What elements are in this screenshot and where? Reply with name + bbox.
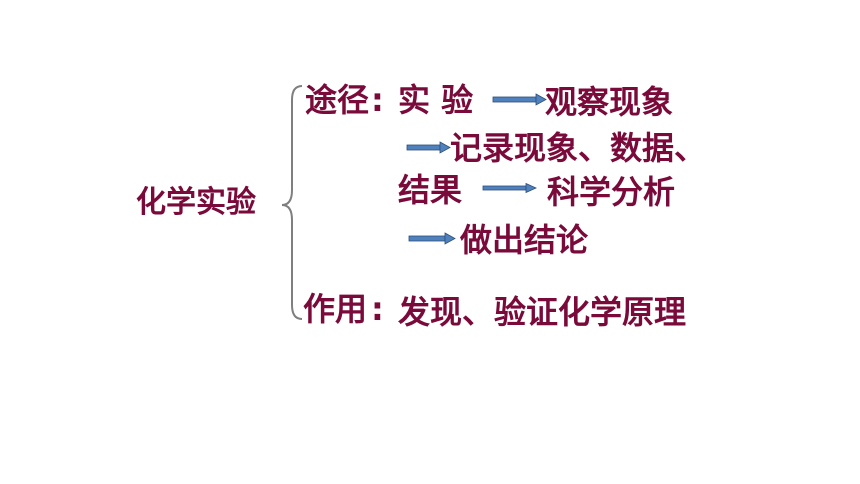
function-text: 发现、验证化学原理 xyxy=(398,293,687,331)
arrow-results-to-analysis xyxy=(482,182,537,194)
arrow-to-conclusion xyxy=(408,232,456,245)
scientific-analysis-label: 科学分析 xyxy=(547,173,676,211)
results-label: 结果 xyxy=(398,171,463,209)
root-label: 化学实验 xyxy=(136,185,256,220)
approach-label: 途径 xyxy=(305,81,370,119)
experiment-label: 实 验 xyxy=(398,81,474,119)
left-brace xyxy=(281,85,303,320)
function-label: 作用 xyxy=(303,290,368,328)
arrow-to-record xyxy=(406,141,451,154)
function-colon: : xyxy=(371,290,384,328)
draw-conclusion-label: 做出结论 xyxy=(460,221,589,259)
approach-colon: : xyxy=(371,81,384,119)
observe-phenomena-label: 观察现象 xyxy=(545,83,674,121)
arrow-experiment-to-observe xyxy=(492,93,547,106)
record-phenomena-label: 记录现象、数据、 xyxy=(450,129,707,167)
